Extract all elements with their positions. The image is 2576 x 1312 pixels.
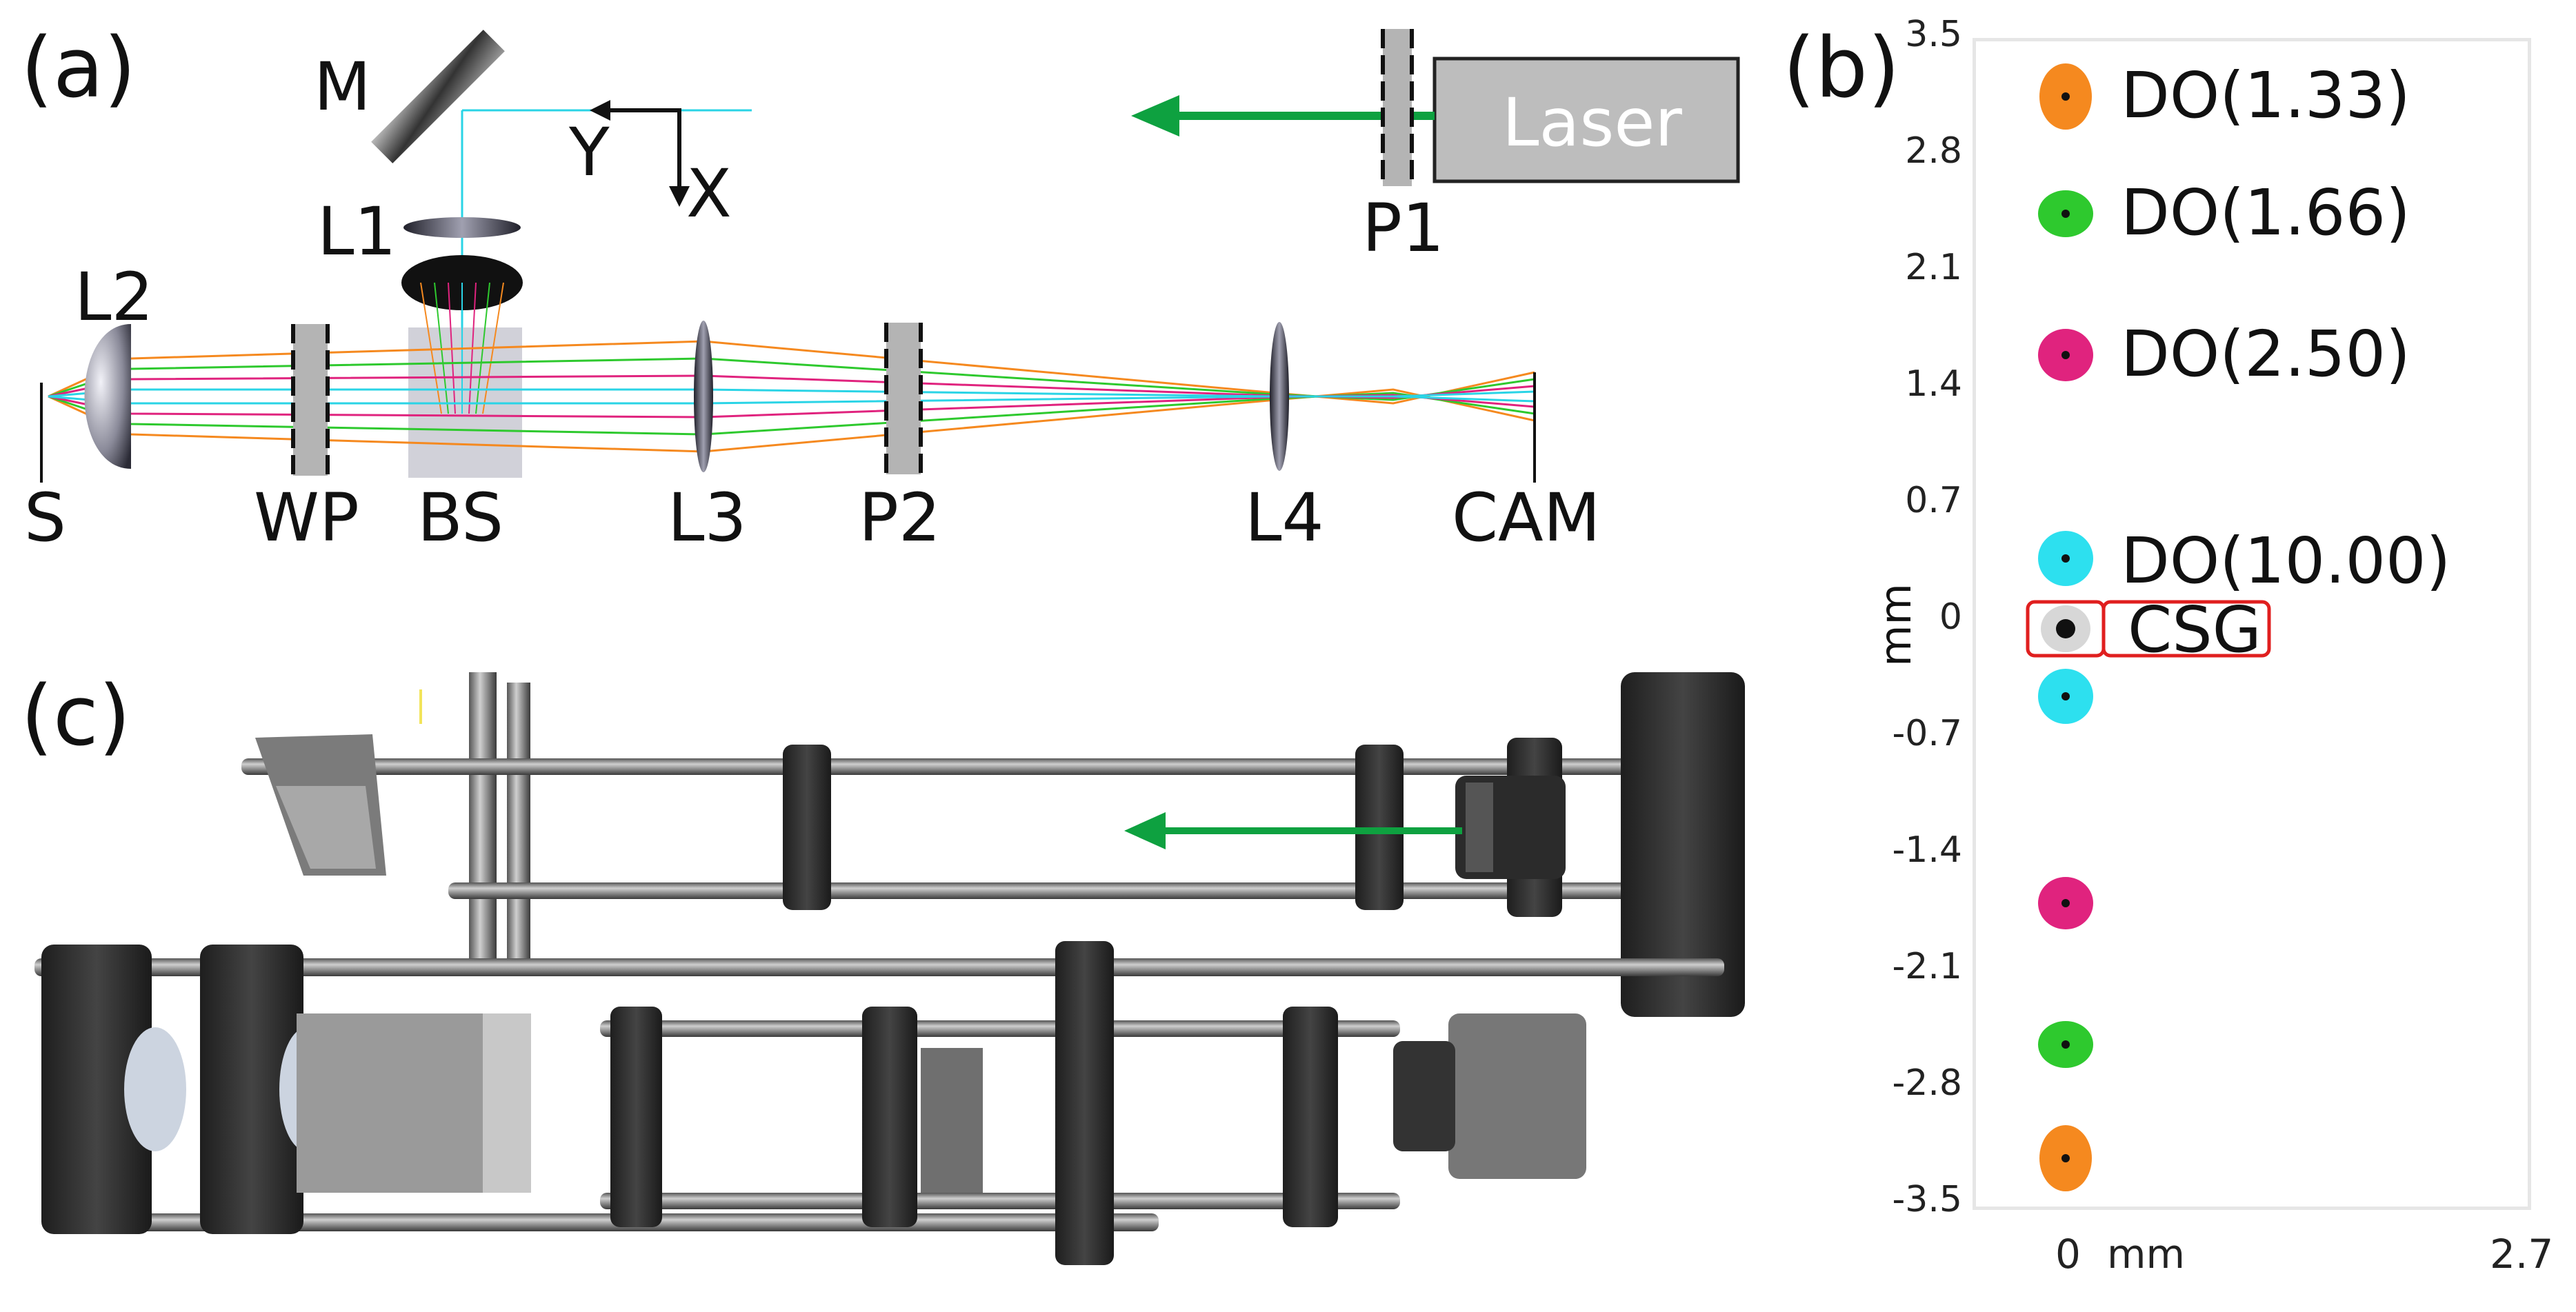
y-tick: 0.7 xyxy=(1905,480,1962,521)
csg-highlight-label xyxy=(2101,600,2271,658)
vertical-post-2 xyxy=(507,683,530,972)
lens-l2 xyxy=(84,324,131,469)
y-tick: 2.1 xyxy=(1905,247,1962,288)
laser-arrowhead xyxy=(1131,95,1179,137)
vertical-post xyxy=(469,672,497,976)
cage-plate-2 xyxy=(1621,672,1745,1017)
polarizer-p2 xyxy=(886,323,921,474)
lens-l4 xyxy=(1270,322,1289,471)
yellow-marker xyxy=(419,689,422,724)
label-l2: L2 xyxy=(74,259,154,336)
spot-do-1-66-top xyxy=(2038,190,2093,237)
y-tick: 1.4 xyxy=(1905,363,1962,405)
lower-rod-4 xyxy=(600,1193,1400,1209)
panel-c-label: (c) xyxy=(21,669,131,765)
label-m: M xyxy=(314,48,371,125)
y-tick: -1.4 xyxy=(1892,829,1962,871)
x-axis-arrowhead xyxy=(669,186,690,207)
y-tick: -2.8 xyxy=(1892,1062,1962,1104)
mirror-m xyxy=(371,30,505,163)
optical-layout-diagram xyxy=(40,29,1740,483)
main-ray-fan xyxy=(48,340,1535,453)
label-y-axis: Y xyxy=(569,114,610,191)
cage-plate-left-1 xyxy=(41,945,152,1234)
label-p2: P2 xyxy=(859,479,941,556)
lens-l1 xyxy=(403,217,521,238)
y-tick: -2.1 xyxy=(1892,946,1962,987)
spot-do-1-33-top xyxy=(2039,63,2092,130)
lens-mount-l4 xyxy=(862,1007,917,1227)
laser-box xyxy=(1432,57,1740,183)
label-laser: Laser xyxy=(1502,84,1682,161)
middle-clamp xyxy=(1055,941,1114,1265)
spot-do-10-00-bottom xyxy=(2038,669,2093,724)
camera-mount xyxy=(1393,1041,1455,1151)
label-wp: WP xyxy=(254,479,359,556)
waveplate-wp xyxy=(293,324,328,476)
spot-markers xyxy=(2026,63,2271,1191)
lens-tube-upper-ring xyxy=(1466,783,1493,872)
y-axis-arrowhead xyxy=(590,100,610,121)
label-p1: P1 xyxy=(1362,190,1444,267)
y-axis-label: mm xyxy=(1870,583,1921,667)
y-tick: -3.5 xyxy=(1892,1179,1962,1220)
y-tick: 3.5 xyxy=(1905,14,1962,55)
label-s: S xyxy=(24,479,66,556)
render-green-arrowhead xyxy=(1124,812,1166,849)
spot-do-2-50-bottom xyxy=(2038,877,2093,929)
y-tick: 2.8 xyxy=(1905,130,1962,172)
label-x-axis: X xyxy=(686,155,732,232)
lens-tube-lower xyxy=(921,1048,983,1193)
label-cam: CAM xyxy=(1452,479,1601,556)
x-tick-0: 0 xyxy=(2055,1231,2081,1278)
lens-l3 xyxy=(694,321,713,472)
lower-rod-1 xyxy=(34,958,1724,976)
label-do-10-00: DO(10.00) xyxy=(2121,524,2451,598)
spot-do-10-00-top xyxy=(2038,531,2093,586)
rod-clamp-1 xyxy=(783,745,831,910)
lens-mount-l3 xyxy=(610,1007,662,1227)
bs-cube-side xyxy=(483,1013,531,1193)
label-l4: L4 xyxy=(1245,479,1324,556)
spot-do-2-50-top xyxy=(2038,329,2093,381)
panel-a-label: (a) xyxy=(21,21,137,117)
x-tick-end: 2.7 xyxy=(2490,1231,2554,1278)
label-l3: L3 xyxy=(668,479,747,556)
label-do-1-66: DO(1.66) xyxy=(2121,176,2410,250)
lower-rod-3 xyxy=(600,1020,1400,1037)
cage-plate-left-2 xyxy=(200,945,303,1234)
label-do-2-50: DO(2.50) xyxy=(2121,317,2410,391)
y-tick: -0.7 xyxy=(1892,713,1962,754)
label-do-1-33: DO(1.33) xyxy=(2121,59,2410,132)
spot-do-1-33-bottom xyxy=(2039,1125,2092,1191)
x-unit: mm xyxy=(2107,1231,2185,1278)
y-tick: 0 xyxy=(1939,596,1962,638)
label-bs: BS xyxy=(417,479,504,556)
panel-b-label: (b) xyxy=(1783,21,1900,117)
spot-csg xyxy=(2041,605,2090,652)
mechanical-render xyxy=(34,672,1745,1265)
cage-plate-left-1-hole xyxy=(124,1027,186,1151)
upper-rod-2 xyxy=(448,882,1738,899)
label-l1: L1 xyxy=(317,193,397,270)
camera-body xyxy=(1448,1013,1586,1179)
p1-polarizer xyxy=(1383,29,1412,186)
mirror-mount-face xyxy=(276,786,376,869)
lens-mount-p2 xyxy=(1283,1007,1338,1227)
spot-do-1-66-bottom xyxy=(2038,1021,2093,1068)
